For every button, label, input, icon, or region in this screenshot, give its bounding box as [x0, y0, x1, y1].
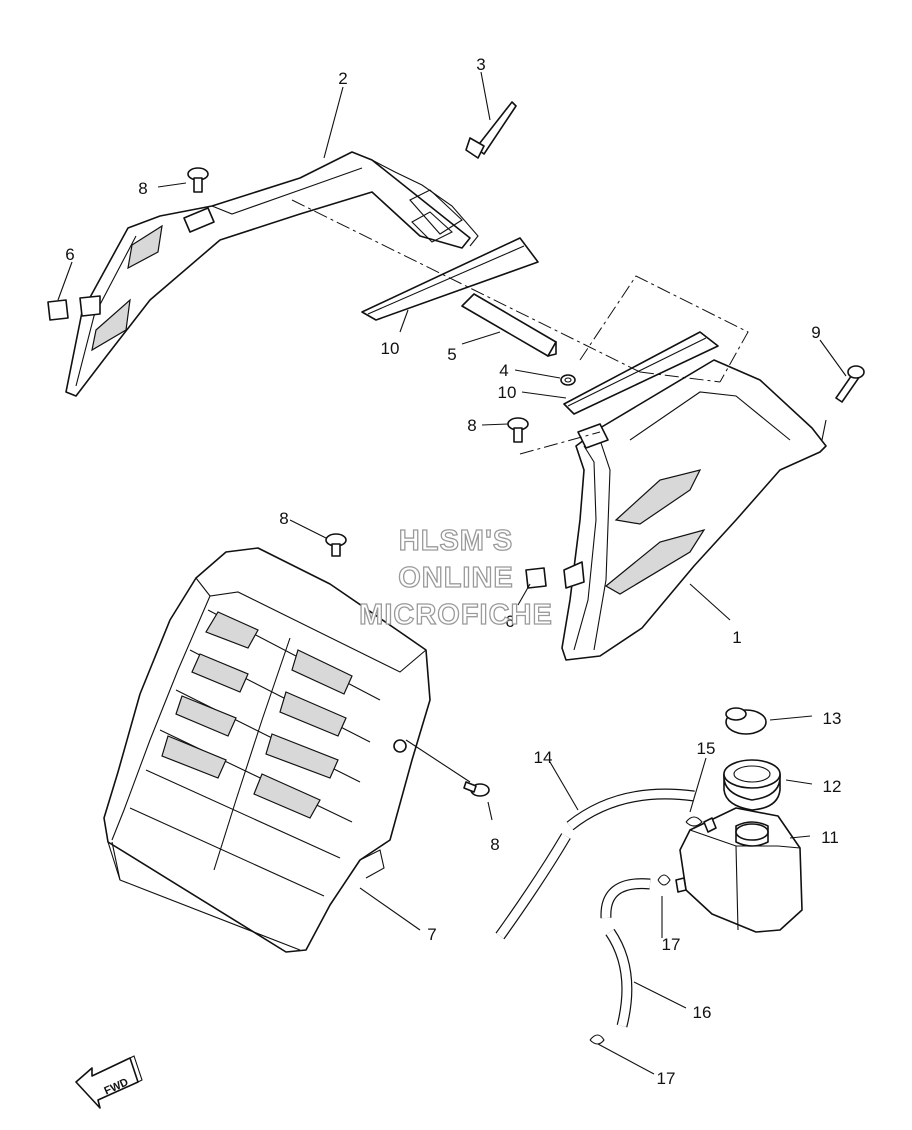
callout-8-a: 8 [138, 179, 147, 198]
part-7-front-grille [103, 547, 431, 953]
callout-13: 13 [823, 709, 842, 728]
callout-15: 15 [697, 739, 716, 758]
callout-5: 5 [447, 345, 456, 364]
callout-1: 1 [732, 628, 741, 647]
callout-6-b: 6 [505, 612, 514, 631]
part-5-foam-block [461, 293, 557, 357]
part-1-side-cowl [561, 359, 827, 661]
part-8-screw-a [183, 167, 215, 233]
fwd-arrow-icon: FWD [75, 1055, 143, 1109]
callout-4: 4 [499, 361, 508, 380]
part-17-clip-a [657, 874, 671, 886]
watermark-line-3: MICROFICHE [359, 599, 553, 631]
callout-14: 14 [534, 748, 553, 767]
callout-labels: 2 3 8 6 10 5 4 10 8 9 8 6 1 7 8 13 12 11… [65, 55, 841, 1088]
part-8-screw-d [463, 781, 490, 797]
part-6-clip-right [525, 567, 547, 589]
watermark-line-2: ONLINE [398, 562, 514, 594]
callout-12: 12 [823, 777, 842, 796]
part-10-seal-strip-upper [361, 237, 539, 321]
part-17-clip-b [589, 1034, 605, 1045]
part-10-seal-strip-lower [563, 331, 719, 415]
callout-8-d: 8 [490, 835, 499, 854]
part-12-filler-ring [723, 759, 781, 811]
callout-2: 2 [338, 69, 347, 88]
part-4-grommet [560, 374, 576, 386]
part-6-clip-left [47, 295, 101, 321]
part-16-hose [600, 878, 651, 1028]
callout-17-a: 17 [662, 935, 681, 954]
part-2-upper-bracket [65, 151, 479, 397]
part-11-oil-tank [675, 807, 803, 933]
part-15-clip [685, 816, 703, 827]
callout-3: 3 [476, 55, 485, 74]
callout-8-c: 8 [279, 509, 288, 528]
part-14-hose [495, 788, 695, 940]
part-8-screw-c [325, 533, 347, 557]
watermark: HLSM'S ONLINE MICROFICHE [359, 524, 553, 631]
leader-lines [57, 71, 847, 1075]
assembly-lines [291, 199, 749, 455]
part-8-screw-b [507, 417, 609, 449]
callout-9: 9 [811, 323, 820, 342]
callout-7: 7 [427, 925, 436, 944]
part-13-tank-cap [725, 707, 767, 735]
part-9-bolt [835, 365, 865, 403]
callout-6-a: 6 [65, 245, 74, 264]
watermark-line-1: HLSM'S [399, 525, 513, 557]
callout-10-a: 10 [381, 339, 400, 358]
callout-17-b: 17 [657, 1069, 676, 1088]
callout-8-b: 8 [467, 416, 476, 435]
callout-16: 16 [693, 1003, 712, 1022]
callout-10-b: 10 [498, 383, 517, 402]
part-3-rivet [465, 101, 517, 159]
callout-11: 11 [821, 828, 839, 847]
